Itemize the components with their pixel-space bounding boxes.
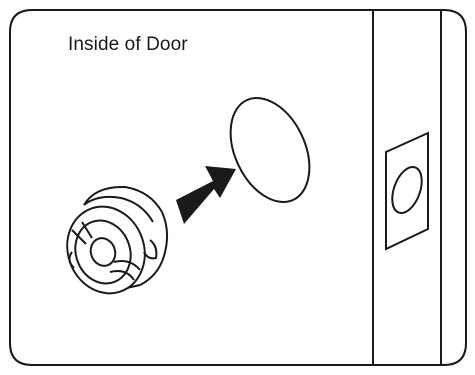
door-hole-icon	[229, 97, 311, 203]
edge-bore-icon	[385, 131, 429, 251]
right-arrow-icon	[176, 166, 236, 224]
inside-of-door-label: Inside of Door	[68, 34, 188, 55]
lock-adapter-icon	[66, 185, 168, 295]
